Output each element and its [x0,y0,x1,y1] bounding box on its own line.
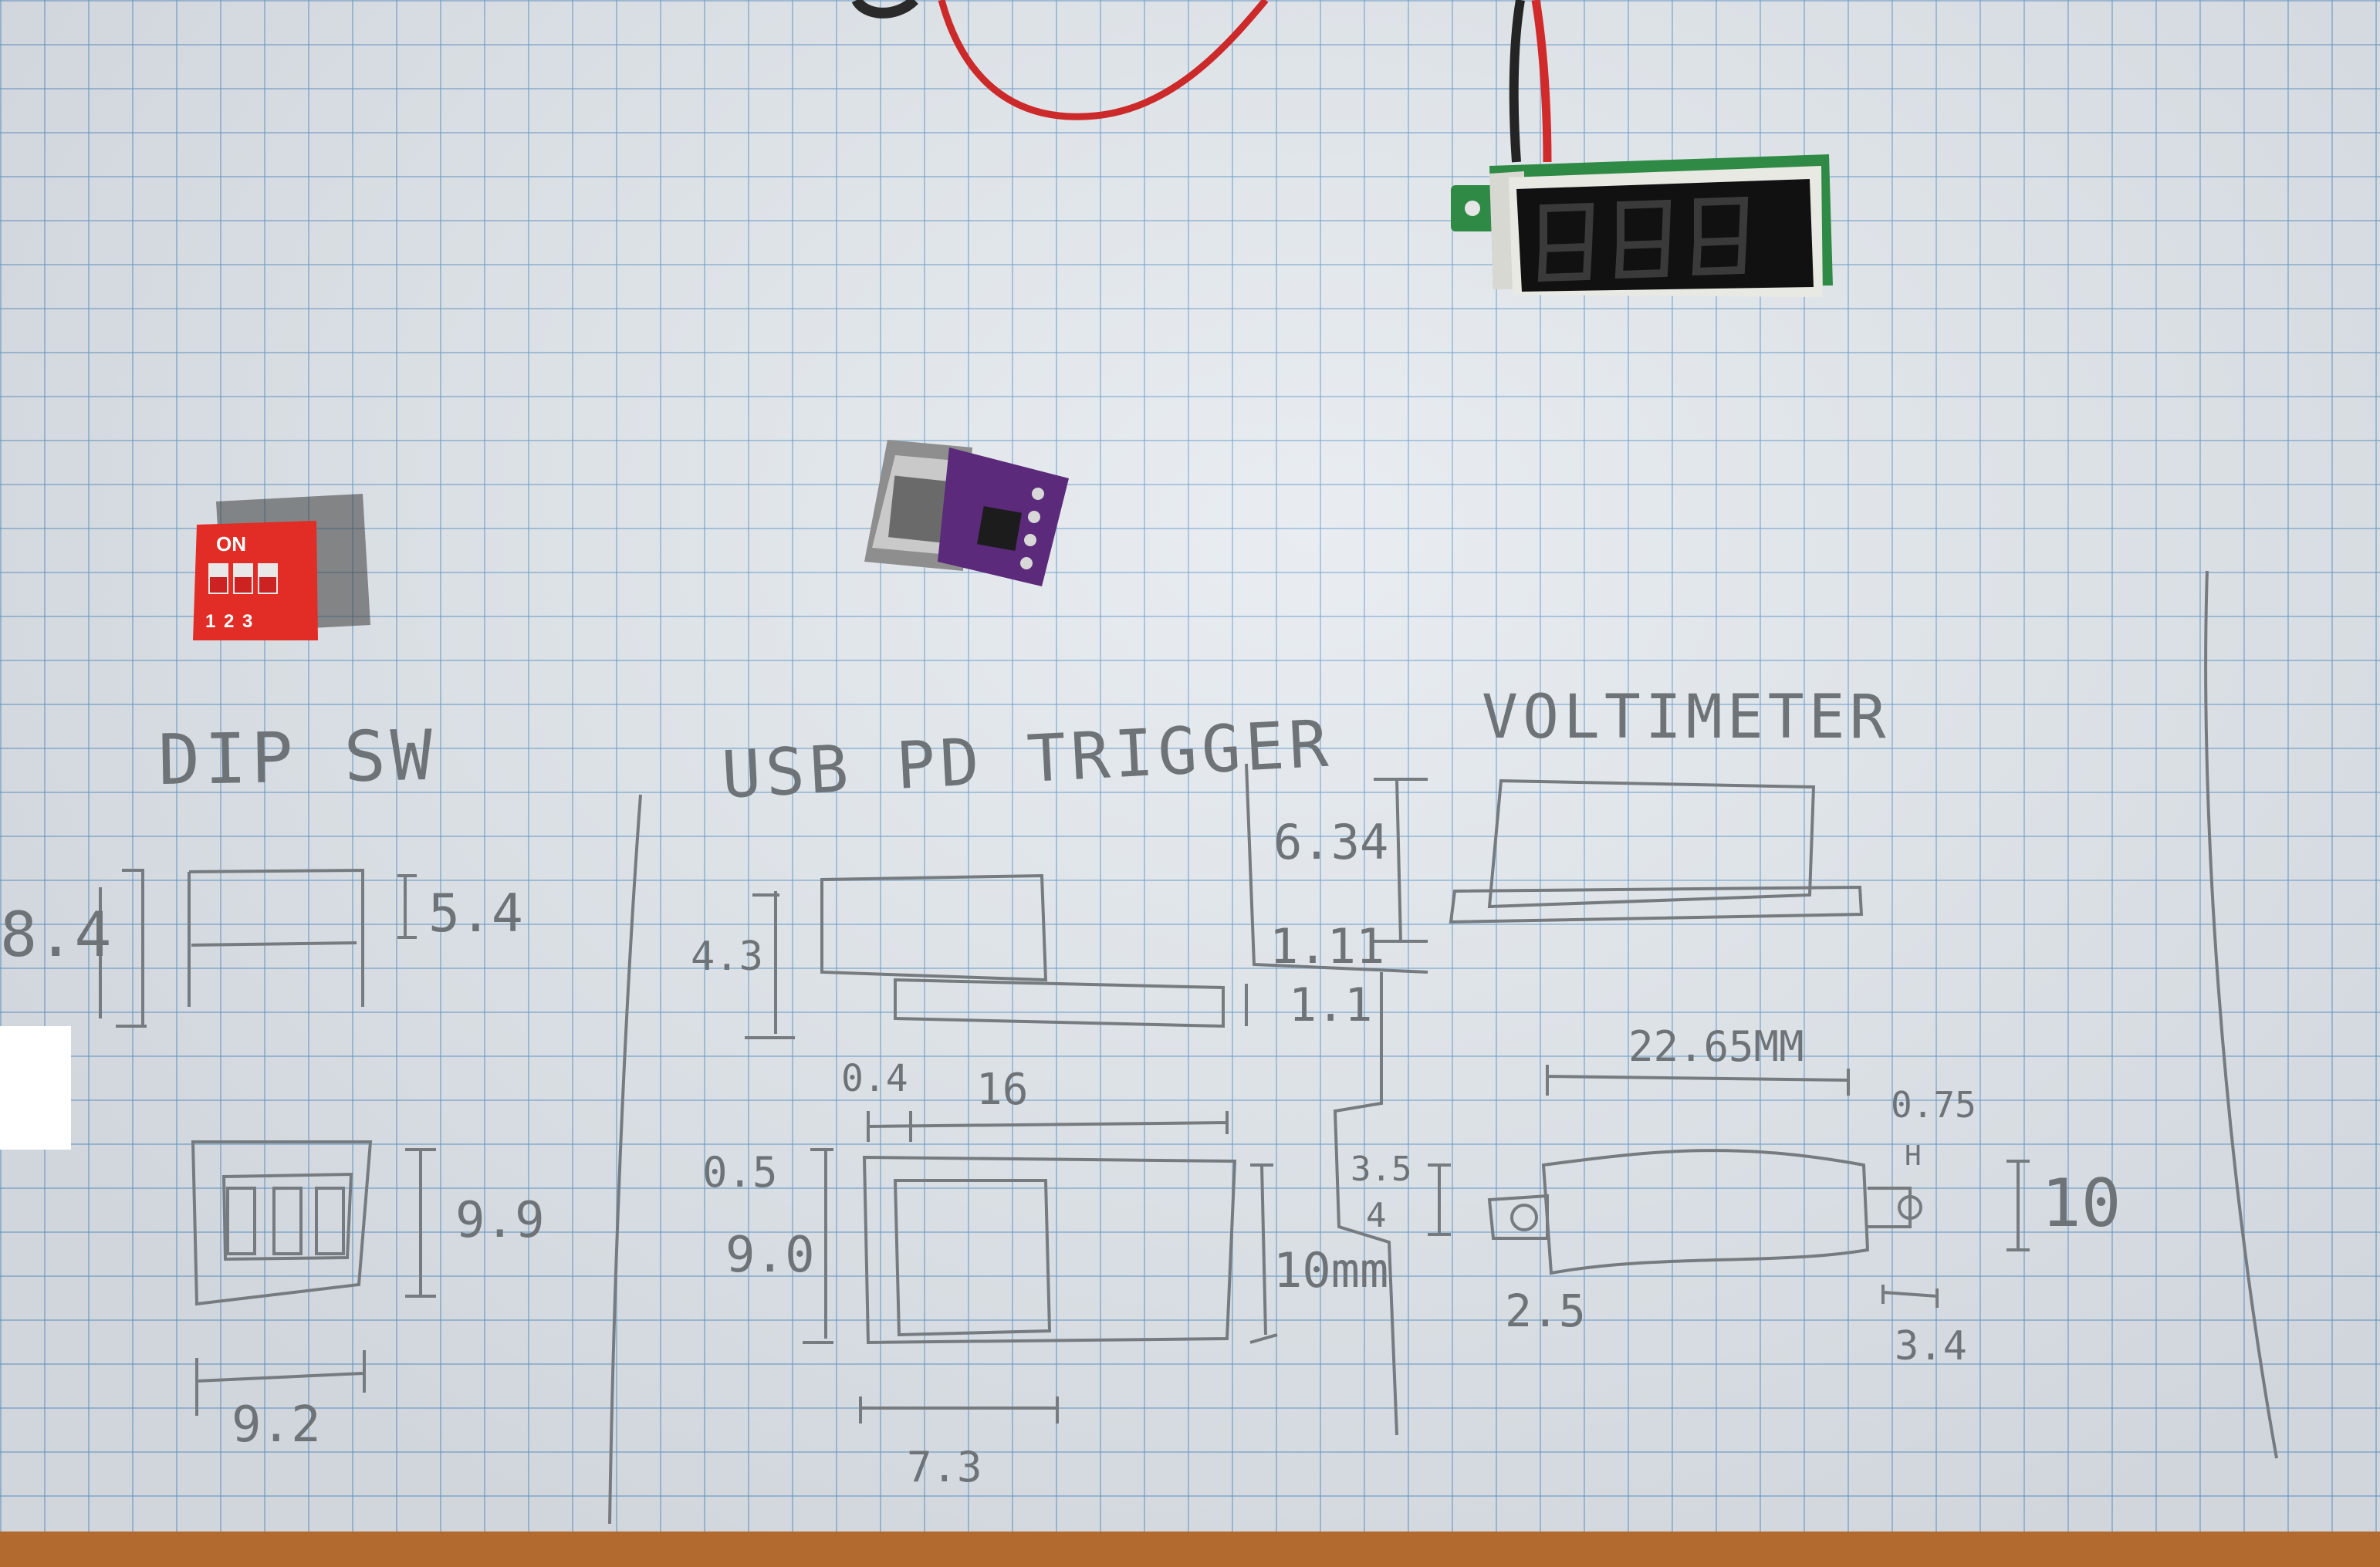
lighting-shade [0,0,2380,1532]
dim-volt-pin: 3.5 [1351,1150,1412,1189]
dip-sw-title: DIP SW [157,714,438,802]
graph-paper [0,0,2380,1532]
dim-usb-h: 4.3 [691,934,763,980]
black-wire [851,0,918,19]
dim-volt-pin2: 4 [1366,1196,1387,1235]
voltmeter-module [1451,154,1833,297]
usb-pd-trigger-board [864,440,1069,586]
dim-volt-tab: 3.4 [1895,1323,1967,1369]
dim-usb-w: 10mm [1273,1242,1389,1299]
dim-usb-conn: 7.3 [907,1443,982,1491]
black-wire-meter [1509,0,1525,163]
dim-volt-board-t: 1.11 [1269,918,1385,974]
wooden-desk-edge [0,1532,2380,1567]
voltimeter-title: VOLTIMETER [1482,683,1891,752]
dim-usb-offset: 0.4 [841,1057,908,1100]
dim-volt-len: 22.65MM [1628,1022,1804,1071]
dim-volt-h: 6.34 [1273,814,1389,870]
dim-volt-h-label: H [1905,1140,1922,1172]
white-sticker [0,1026,71,1150]
red-wire-loop [938,0,1269,120]
dim-volt-hole: 0.75 [1891,1084,1976,1126]
dip-on-label: ON [216,532,246,556]
dim-usb-board-t: 1.1 [1289,978,1373,1032]
dim-volt-hole2: 2.5 [1505,1285,1586,1337]
dim-volt-w: 10 [2041,1165,2121,1242]
dim-dip-w-top: 9.9 [455,1192,545,1249]
dim-dip-w: 9.2 [232,1396,321,1454]
red-wire-meter [1531,0,1552,163]
dim-usb-len: 16 [976,1065,1029,1115]
dip-position-numbers: 1 2 3 [205,611,255,632]
dim-dip-h-total: 8.4 [0,899,112,971]
dim-dip-h-body: 5.4 [428,883,523,944]
dip-switch-component [193,494,370,640]
dim-usb-margin: 0.5 [702,1148,778,1197]
dim-usb-w-inner: 9.0 [725,1227,815,1284]
pencil-sketches [99,570,2278,1525]
